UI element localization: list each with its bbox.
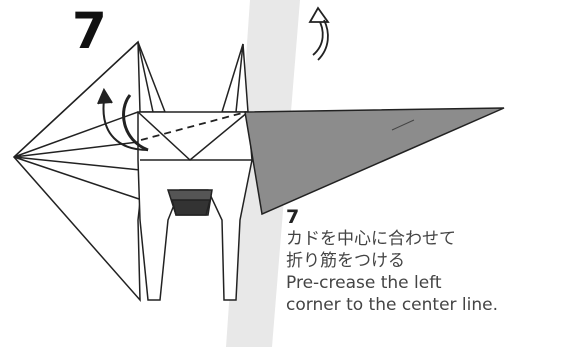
shaded-flap <box>244 107 505 216</box>
caption-step-number: 7 <box>286 206 300 228</box>
instruction-en-line1: Pre-crease the left <box>286 273 442 293</box>
step-number: 7 <box>72 2 107 60</box>
crease-dashed-line <box>140 111 247 141</box>
right-ear <box>220 43 249 113</box>
turn-over-arrow-icon <box>308 6 330 61</box>
left-ear <box>137 41 167 113</box>
curved-arrow-icon <box>97 87 149 152</box>
instruction-ja-line2: 折り筋をつける <box>286 251 405 271</box>
flap-crease <box>391 119 415 131</box>
left-kite <box>12 40 151 303</box>
instruction-caption: 7 カドを中心に合わせて 折り筋をつける Pre-crease the left… <box>286 206 556 316</box>
instruction-ja-line1: カドを中心に合わせて <box>286 229 456 249</box>
center-body <box>137 111 253 301</box>
instruction-en-line2: corner to the center line. <box>286 295 499 315</box>
